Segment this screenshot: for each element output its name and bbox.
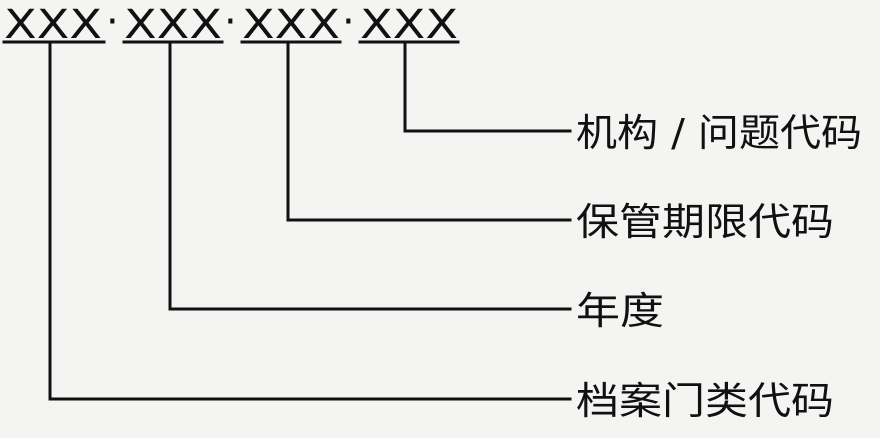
labels: 机构 / 问题代码 保管期限代码 年度 档案门类代码 xyxy=(576,111,862,423)
connector-institution-problem xyxy=(403,42,572,133)
label-retention-period-code: 保管期限代码 xyxy=(576,200,834,244)
code-string: XXX · XXX · XXX · XXX xyxy=(4,0,458,48)
connector-year xyxy=(168,42,572,311)
connector-archive-category xyxy=(48,42,572,401)
connector-retention-period xyxy=(286,42,572,222)
code-segment-2: XXX xyxy=(124,2,222,48)
label-archive-category-code: 档案门类代码 xyxy=(576,379,834,423)
code-separator-2: · xyxy=(224,0,237,45)
code-segment-3: XXX xyxy=(242,2,340,48)
label-institution-problem-code: 机构 / 问题代码 xyxy=(576,111,862,155)
code-separator-1: · xyxy=(106,0,119,45)
code-segment-4: XXX xyxy=(360,2,458,48)
code-segment-1: XXX xyxy=(4,2,102,48)
label-year: 年度 xyxy=(576,289,664,333)
code-separator-3: · xyxy=(342,0,355,45)
connectors xyxy=(48,42,572,401)
